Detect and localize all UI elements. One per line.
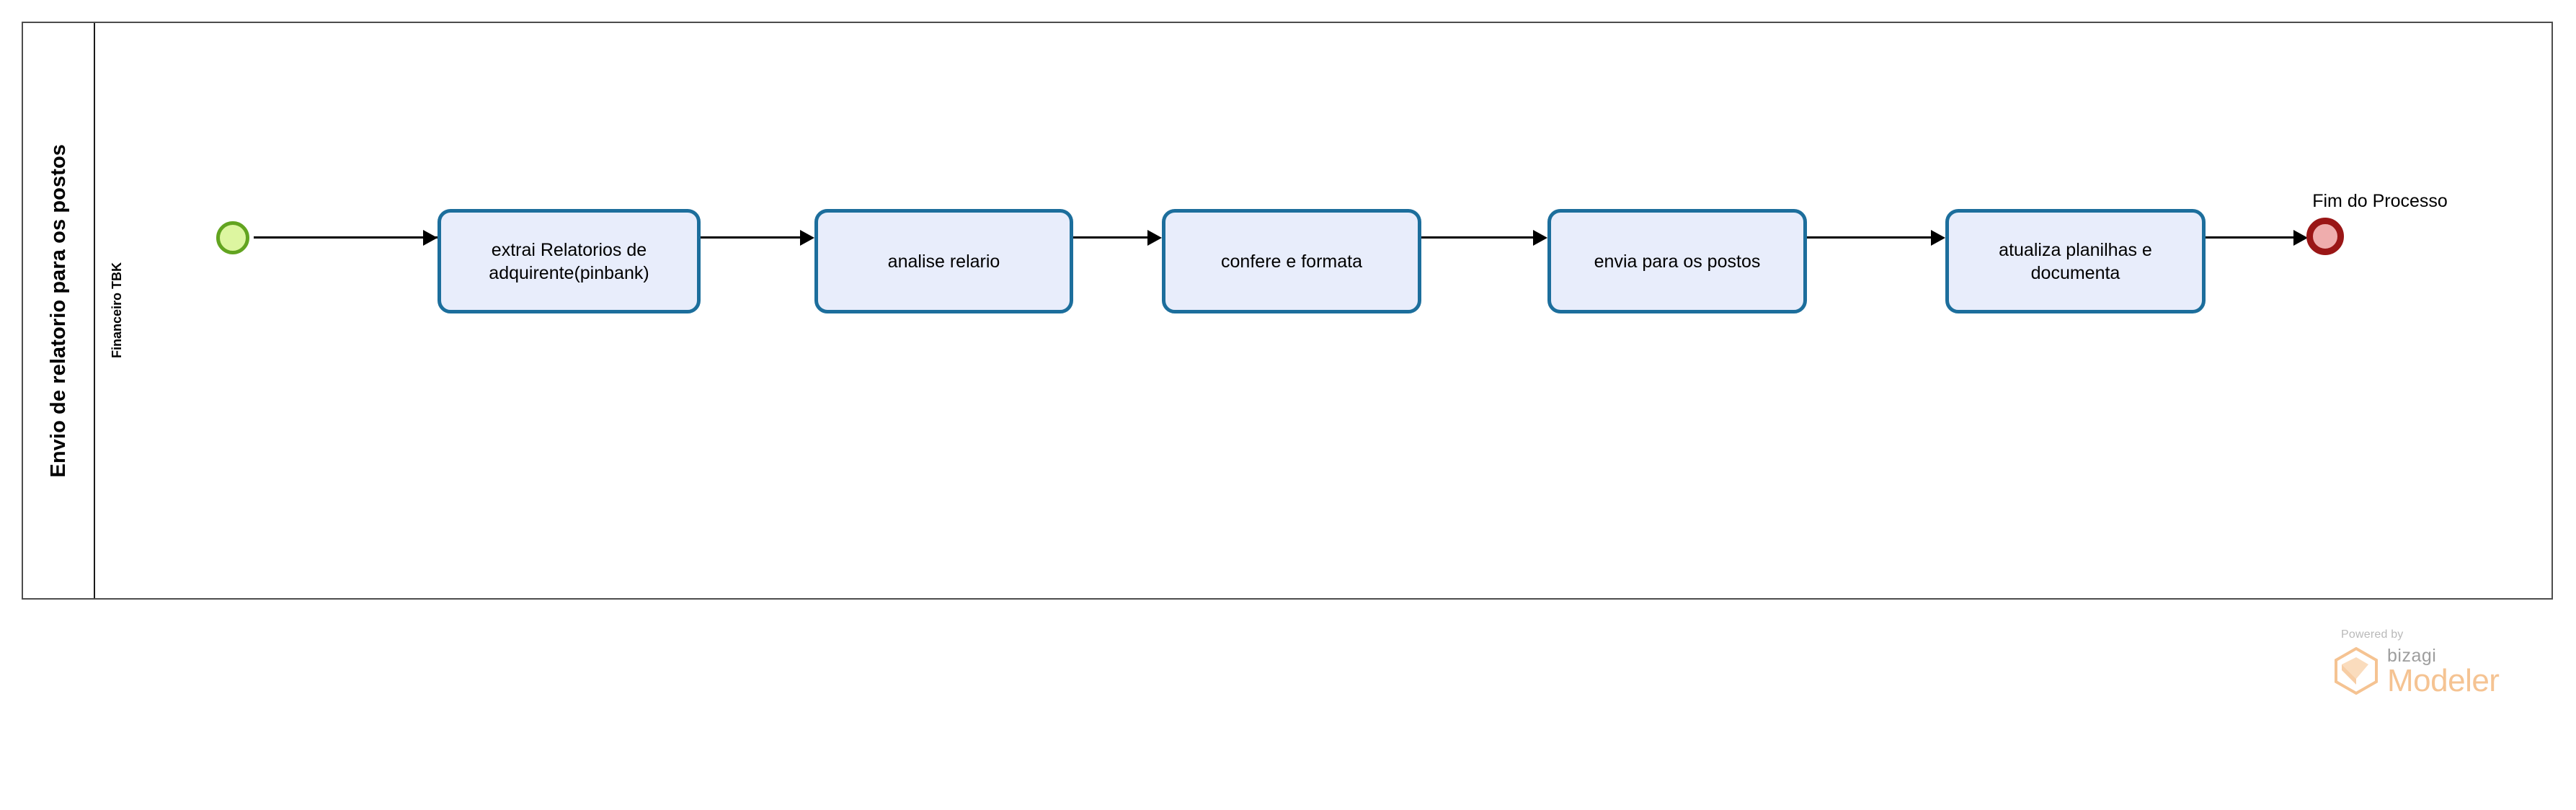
task-label: atualiza planilhas e documenta <box>1999 239 2152 283</box>
lane-body: extrai Relatorios de adquirente(pinbank)… <box>138 23 2551 598</box>
bizagi-brand-label: bizagi <box>2387 646 2437 666</box>
pool-header[interactable]: Envio de relatorio para os postos <box>23 23 95 598</box>
task-confere-e-formata[interactable]: confere e formata <box>1162 209 1421 313</box>
start-event[interactable] <box>216 221 249 254</box>
task-envia-para-os-postos[interactable]: envia para os postos <box>1547 209 1807 313</box>
sequence-flow-t4-to-t5[interactable] <box>1807 236 1931 239</box>
task-label: analise relario <box>887 251 1000 272</box>
task-atualiza-planilhas-e-documenta[interactable]: atualiza planilhas e documenta <box>1945 209 2206 313</box>
pool-title: Envio de relatorio para os postos <box>46 143 70 478</box>
bpmn-lane-financeiro-tbk[interactable]: Financeiro TBK extrai Relatorios de adqu… <box>95 23 2551 598</box>
sequence-flow-t3-to-t4[interactable] <box>1421 236 1533 239</box>
bizagi-logo-row: bizagi Modeler <box>2334 646 2500 698</box>
powered-by-label: Powered by <box>2341 628 2404 641</box>
task-analise-relario[interactable]: analise relario <box>814 209 1073 313</box>
bizagi-watermark: Powered by bizagi Modeler <box>2334 628 2550 708</box>
sequence-flow-t5-to-end[interactable] <box>2206 236 2293 239</box>
task-label: confere e formata <box>1221 251 1362 272</box>
sequence-flow-arrow-t3-to-t4 <box>1533 230 1547 246</box>
task-label: envia para os postos <box>1594 251 1761 272</box>
lane-header[interactable]: Financeiro TBK <box>95 23 138 598</box>
bizagi-product-label: Modeler <box>2387 663 2500 698</box>
sequence-flow-start-to-t1[interactable] <box>254 236 438 239</box>
sequence-flow-arrow-t2-to-t3 <box>1147 230 1162 246</box>
sequence-flow-arrow-t4-to-t5 <box>1931 230 1945 246</box>
end-event[interactable] <box>2306 218 2344 255</box>
task-extrai-relatorios[interactable]: extrai Relatorios de adquirente(pinbank) <box>438 209 701 313</box>
task-label: extrai Relatorios de adquirente(pinbank) <box>489 239 649 283</box>
sequence-flow-arrow-start-to-t1 <box>423 230 438 246</box>
sequence-flow-arrow-t1-to-t2 <box>800 230 814 246</box>
end-event-label: Fim do Processo <box>2312 191 2448 211</box>
hexagon-logo-icon <box>2335 646 2378 695</box>
sequence-flow-t2-to-t3[interactable] <box>1073 236 1147 239</box>
lane-title: Financeiro TBK <box>109 262 124 359</box>
sequence-flow-t1-to-t2[interactable] <box>701 236 800 239</box>
bpmn-pool[interactable]: Envio de relatorio para os postos Financ… <box>22 22 2553 600</box>
sequence-flow-arrow-t5-to-end <box>2293 230 2308 246</box>
bizagi-logo-text: bizagi Modeler <box>2387 646 2500 698</box>
